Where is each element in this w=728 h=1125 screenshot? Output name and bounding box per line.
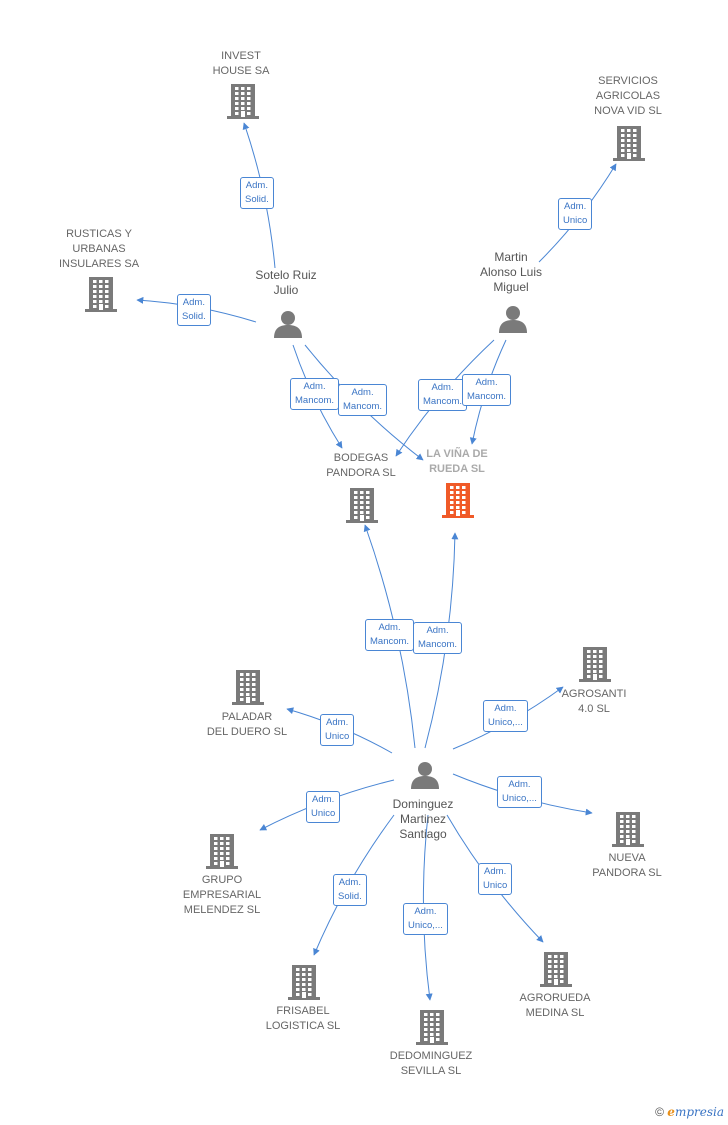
edge-label-martin-servicios[interactable]: Adm. Unico [558,198,593,230]
copyright-symbol: © [655,1105,664,1119]
company-label-agrorueda[interactable]: AGRORUEDA MEDINA SL [519,992,591,1019]
edge-label-dominguez-frisabel[interactable]: Adm. Solid. [333,874,367,906]
building-icon[interactable] [539,951,573,992]
person-label-dominguez[interactable]: Dominguez Martinez Santiago [392,797,454,841]
building-icon[interactable] [205,833,239,874]
building-icon[interactable] [611,811,645,852]
building-icon[interactable] [84,276,118,317]
building-icon[interactable] [578,646,612,687]
building-icon[interactable] [345,487,379,528]
company-label-grupo[interactable]: GRUPO EMPRESARIAL MELENDEZ SL [182,874,262,916]
company-label-nueva[interactable]: NUEVA PANDORA SL [592,852,662,879]
edge-label-dominguez-dedominguez[interactable]: Adm. Unico,... [403,903,448,935]
footer-credit: © empresia [655,1105,724,1119]
person-icon[interactable] [498,304,528,339]
company-label-lavina[interactable]: LA VIÑA DE RUEDA SL [426,448,488,475]
edge-label-martin-bodegas[interactable]: Adm. Mancom. [418,379,468,411]
edge-label-dominguez-paladar[interactable]: Adm. Unico [320,714,355,746]
company-label-frisabel[interactable]: FRISABEL LOGISTICA SL [265,1005,341,1032]
building-icon[interactable] [441,482,475,523]
edge-label-sotelo-invest[interactable]: Adm. Solid. [240,177,274,209]
building-icon[interactable] [226,83,260,124]
edge-label-dominguez-nueva[interactable]: Adm. Unico,... [497,776,542,808]
building-icon[interactable] [415,1009,449,1050]
edge-label-dominguez-bodegas[interactable]: Adm. Mancom. [365,619,415,651]
company-label-invest[interactable]: INVEST HOUSE SA [212,50,270,77]
person-label-sotelo[interactable]: Sotelo Ruiz Julio [255,268,317,297]
company-label-bodegas[interactable]: BODEGAS PANDORA SL [326,452,396,479]
person-label-martin[interactable]: Martin Alonso Luis Miguel [479,250,543,294]
edge-label-dominguez-agrorueda[interactable]: Adm. Unico [478,863,513,895]
company-label-dedominguez[interactable]: DEDOMINGUEZ SEVILLA SL [389,1050,473,1077]
edge-label-dominguez-lavina[interactable]: Adm. Mancom. [413,622,463,654]
building-icon[interactable] [612,125,646,166]
company-label-agrosanti[interactable]: AGROSANTI 4.0 SL [561,688,627,715]
building-icon[interactable] [287,964,321,1005]
edge-label-dominguez-grupo[interactable]: Adm. Unico [306,791,341,823]
person-icon[interactable] [410,760,440,795]
edge-label-dominguez-agrosanti[interactable]: Adm. Unico,... [483,700,528,732]
edge-label-martin-lavina[interactable]: Adm. Mancom. [462,374,512,406]
brand-logo: empresia [667,1105,724,1119]
edge-label-sotelo-lavina[interactable]: Adm. Mancom. [338,384,388,416]
person-icon[interactable] [273,309,303,344]
company-label-servicios[interactable]: SERVICIOS AGRICOLAS NOVA VID SL [594,75,662,117]
company-label-paladar[interactable]: PALADAR DEL DUERO SL [206,711,288,738]
edge-label-sotelo-bodegas[interactable]: Adm. Mancom. [290,378,340,410]
edge-label-sotelo-rusticas[interactable]: Adm. Solid. [177,294,211,326]
company-label-rusticas[interactable]: RUSTICAS Y URBANAS INSULARES SA [58,228,140,270]
building-icon[interactable] [231,669,265,710]
